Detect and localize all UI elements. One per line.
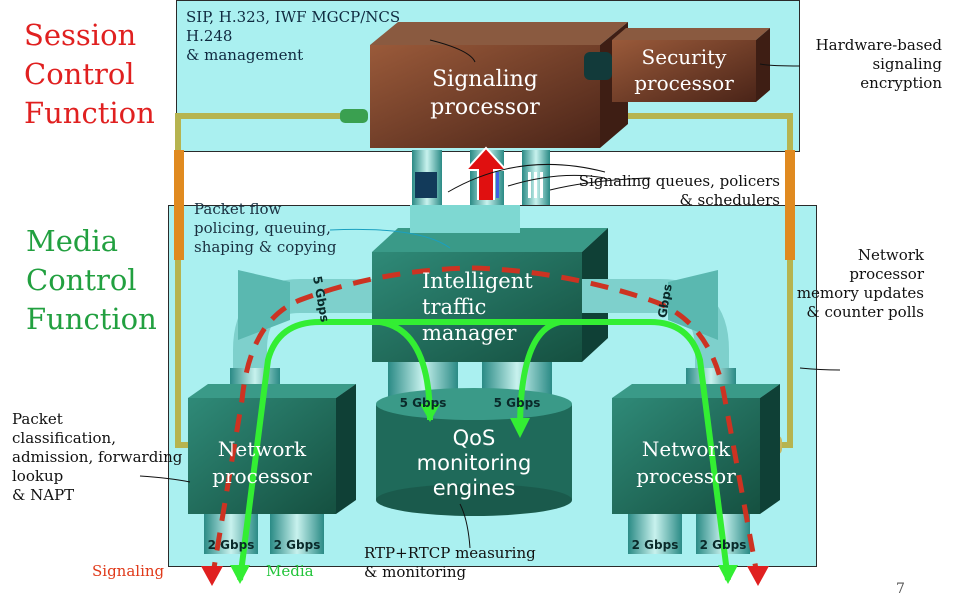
qos-port-label-1: 5 Gbps — [399, 396, 447, 410]
qos-port-label-2: 5 Gbps — [493, 396, 541, 410]
media-arrow-right — [718, 565, 738, 584]
right-network-processor-label: Network processor — [636, 437, 736, 488]
network-processor-note: Network processor memory updates & count… — [796, 246, 924, 321]
signaling-flow-path — [209, 265, 761, 581]
page-number: 7 — [896, 581, 905, 597]
legend-media: Media — [266, 562, 314, 580]
left-orange-column — [174, 150, 184, 260]
right-port-label-1: 2 Gbps — [631, 538, 679, 552]
media-flow-path-qos1 — [379, 319, 433, 421]
left-rod-connector — [340, 109, 368, 123]
signaling-arrow-left — [201, 566, 223, 586]
traffic-manager-label: Intelligent traffic manager — [422, 269, 533, 345]
legend-signaling: Signaling — [92, 562, 165, 580]
upward-signaling-arrow — [463, 146, 509, 200]
right-port-label-2: 2 Gbps — [699, 538, 747, 552]
packet-flow-note: Packet flow policing, queuing, shaping &… — [194, 200, 337, 256]
queues-note: Signaling queues, policers & schedulers — [578, 172, 780, 209]
right-orange-column — [785, 150, 795, 260]
protocol-list: SIP, H.323, IWF MGCP/NCS H.248 & managem… — [186, 8, 401, 64]
signaling-processor-label: Signaling processor — [430, 67, 540, 120]
media-flow-path-qos2 — [517, 319, 561, 431]
left-network-processor-label: Network processor — [212, 437, 312, 488]
classification-note: Packet classification, admission, forwar… — [12, 410, 183, 504]
rtp-note: RTP+RTCP measuring & monitoring — [364, 544, 536, 581]
media-arrow-left — [230, 565, 250, 584]
left-network-processor-box — [188, 368, 356, 514]
left-signaling-rail — [175, 113, 345, 448]
left-port-label-1: 2 Gbps — [207, 538, 255, 552]
media-flow-path-left — [237, 319, 731, 581]
security-processor-label: Security processor — [634, 45, 734, 95]
media-control-label: Media Control Function — [26, 224, 157, 336]
left-port-label-2: 2 Gbps — [273, 538, 321, 552]
hw-encryption-note: Hardware-based signaling encryption — [815, 36, 942, 92]
security-processor-box — [584, 28, 770, 102]
qos-engines-label: QoS monitoring engines — [416, 426, 532, 500]
signaling-arrow-right — [747, 566, 769, 586]
session-control-label: Session Control Function — [24, 18, 155, 130]
